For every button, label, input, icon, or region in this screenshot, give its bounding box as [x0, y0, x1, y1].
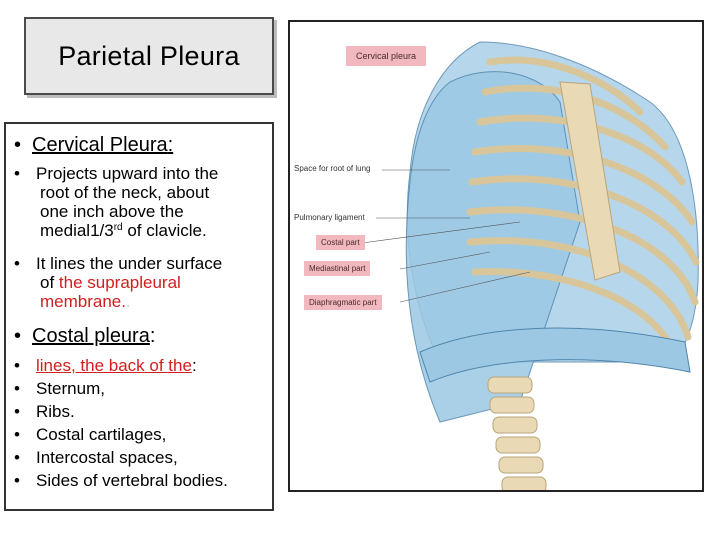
bullet: • — [14, 325, 22, 347]
label-diaphragmatic-part: Diaphragmatic part — [304, 295, 382, 310]
text-line: of the suprapleural — [40, 273, 181, 292]
label-pulmonary-ligament: Pulmonary ligament — [294, 213, 365, 222]
sternum — [559, 81, 621, 281]
text-line: one inch above the — [40, 202, 184, 221]
content-text-box: • Cervical Pleura: • Projects upward int… — [4, 122, 274, 511]
text-line: It lines the under surface — [36, 254, 223, 273]
bullet: • — [14, 356, 20, 375]
bullet: • — [14, 254, 20, 273]
slide-title: Parietal Pleura — [58, 40, 240, 71]
bullet: • — [14, 379, 20, 398]
label-space-root-lung: Space for root of lung — [294, 164, 371, 173]
bullet: • — [14, 164, 20, 183]
text-line: root of the neck, about — [40, 183, 210, 202]
bullet: • — [14, 425, 20, 444]
bullet: • — [14, 448, 20, 467]
vertebral-column — [487, 376, 547, 490]
anatomy-figure: Cervical pleura Space for root of lung P… — [288, 20, 704, 492]
text-line: membrane.. — [40, 292, 131, 311]
costal-heading: Costal pleura — [32, 325, 150, 347]
costal-colon: : — [149, 325, 156, 347]
cervical-heading: Cervical Pleura — [32, 134, 168, 156]
slide-title-box: Parietal Pleura — [24, 17, 274, 95]
diaphragm — [419, 327, 691, 383]
text-line: Projects upward into the — [36, 164, 219, 183]
thorax-illustration — [361, 41, 700, 490]
bullet: • — [14, 402, 20, 421]
text-line: medial1/3rd of clavicle. — [40, 221, 207, 240]
label-cervical-pleura: Cervical pleura — [346, 46, 427, 66]
leader-lines — [361, 169, 531, 303]
label-costal-part: Costal part — [316, 235, 365, 250]
cervical-colon: : — [167, 134, 174, 156]
bullet: • — [14, 471, 20, 490]
bullet: • — [14, 134, 22, 156]
label-mediastinal-part: Mediastinal part — [304, 261, 371, 276]
